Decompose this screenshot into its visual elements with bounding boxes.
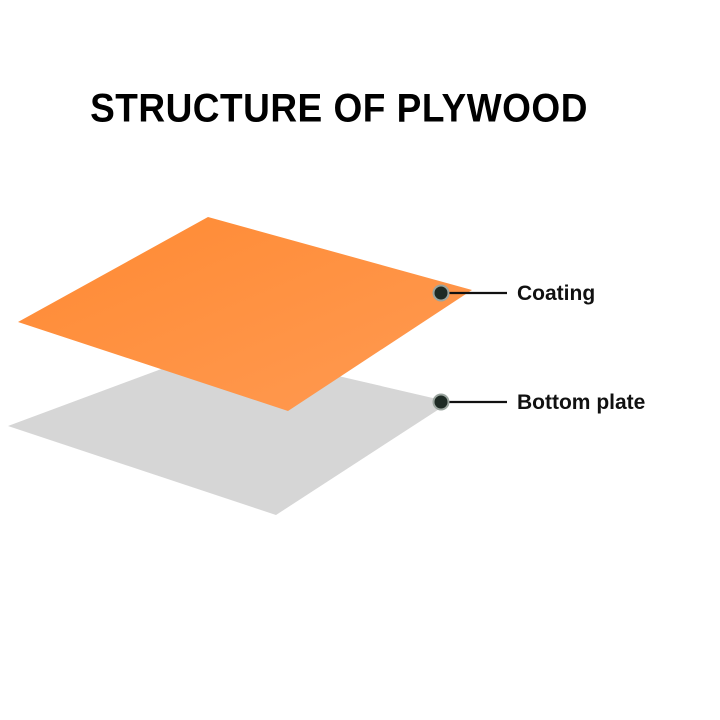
diagram-title: STRUCTURE OF PLYWOOD bbox=[90, 86, 588, 131]
bottom-plate-layer bbox=[8, 348, 450, 515]
coating-label: Coating bbox=[517, 282, 596, 305]
bottom-plate-marker-dot bbox=[432, 393, 450, 411]
coating-layer bbox=[18, 217, 472, 411]
coating-marker-dot bbox=[432, 284, 450, 302]
bottom-plate-label: Bottom plate bbox=[517, 391, 646, 414]
